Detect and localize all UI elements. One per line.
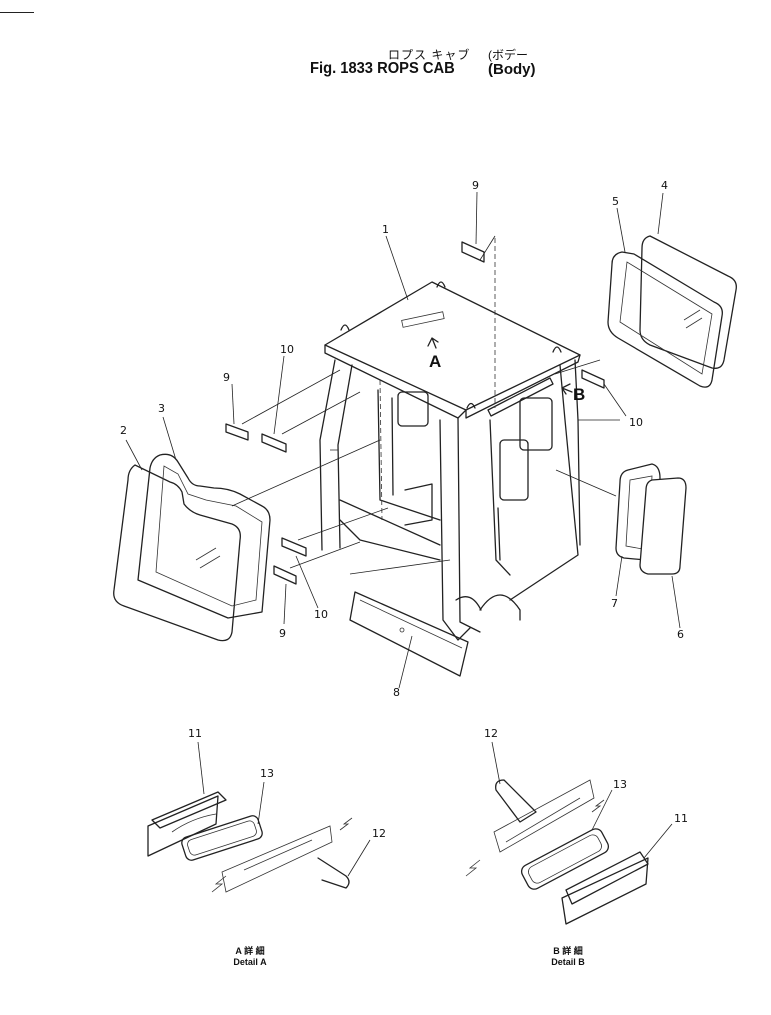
detail-b-seal-13 — [520, 828, 610, 890]
bracket-10-right — [581, 369, 605, 389]
subtitle-english: (Body) — [488, 61, 536, 78]
callout-13-detail-b: 13 — [613, 778, 627, 791]
bracket-9-top — [461, 241, 485, 263]
rear-glass-group — [607, 235, 737, 388]
detail-b-caption-jp: B 詳 細 — [553, 946, 583, 956]
side-glass-6 — [639, 477, 687, 575]
callout-6: 6 — [677, 628, 684, 641]
detail-a-caption-jp: A 詳 細 — [235, 946, 265, 956]
bracket-10-left — [261, 433, 287, 453]
callout-12-detail-b: 12 — [484, 727, 498, 740]
lower-cover-8 — [349, 591, 469, 677]
view-label-a: A — [429, 352, 442, 371]
callout-9-bottom: 9 — [279, 627, 286, 640]
detail-b-pipe-12 — [495, 779, 537, 823]
subtitle-japanese: (ボデー — [488, 48, 528, 62]
view-arrows — [427, 337, 573, 395]
door-seal-3 — [137, 453, 271, 619]
callout-10-right: 10 — [629, 416, 643, 429]
figure-title: Fig. 1833 ROPS CAB — [310, 60, 455, 77]
door-glass-2 — [113, 464, 241, 642]
cab-frame — [319, 238, 581, 641]
callout-12-detail-a: 12 — [372, 827, 386, 840]
callout-8: 8 — [393, 686, 400, 699]
detail-a-seal-13 — [181, 815, 263, 861]
corner-rule — [0, 12, 34, 13]
detail-a-drawing — [147, 741, 371, 893]
callout-1: 1 — [382, 223, 389, 236]
title-japanese: ロプス キャブ — [388, 48, 471, 62]
leader-lines — [125, 191, 681, 689]
bracket-9-bottom — [273, 565, 297, 585]
callout-13-detail-a: 13 — [260, 767, 274, 780]
rear-glass-4 — [639, 235, 737, 369]
callout-9-left: 9 — [223, 371, 230, 384]
callout-10-bottom: 10 — [314, 608, 328, 621]
detail-b-drawing — [465, 741, 673, 925]
callout-11-detail-b: 11 — [674, 812, 688, 825]
callout-11-detail-a: 11 — [188, 727, 202, 740]
projection-lines — [231, 235, 620, 575]
callout-7: 7 — [611, 597, 618, 610]
callout-2: 2 — [120, 424, 127, 437]
front-door-glass-group — [113, 453, 271, 642]
rear-seal-5 — [607, 251, 723, 388]
callout-10-left: 10 — [280, 343, 294, 356]
bracket-10-bottom — [281, 537, 307, 557]
detail-a-caption: Detail A — [233, 957, 267, 967]
detail-b-caption: Detail B — [551, 957, 585, 967]
bracket-9-left — [225, 423, 249, 441]
detail-a-pipe-12 — [317, 857, 350, 889]
brackets — [225, 241, 605, 585]
callout-5: 5 — [612, 195, 619, 208]
callout-4: 4 — [661, 179, 668, 192]
callout-3: 3 — [158, 402, 165, 415]
cab-roof — [324, 281, 581, 411]
view-label-b: B — [573, 385, 586, 404]
side-glass-group — [615, 463, 687, 575]
callout-9-top: 9 — [472, 179, 479, 192]
